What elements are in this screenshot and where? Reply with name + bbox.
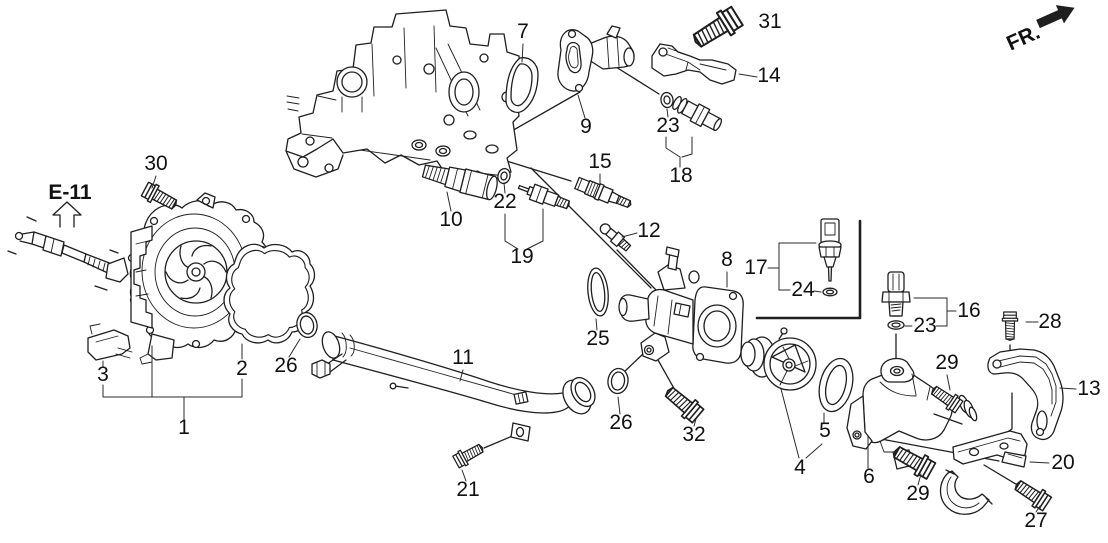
- part-label-26b: 26: [609, 411, 632, 434]
- part-label-32: 32: [682, 423, 705, 446]
- leader-line-19: [526, 208, 544, 250]
- o-ring-25: [587, 267, 609, 317]
- leader-line-10: [446, 191, 452, 212]
- bracket-14: [651, 43, 737, 85]
- leader-line-21: [461, 469, 467, 482]
- leader-line-26b: [617, 396, 621, 415]
- part-label-22: 22: [493, 190, 516, 213]
- thermo-sensor-19: [517, 183, 570, 210]
- leader-line-12: [621, 232, 638, 238]
- water-pipe: [311, 331, 596, 442]
- bracket-13: [987, 348, 1064, 441]
- thermostat-housing: [618, 246, 744, 364]
- leader-line-11: [459, 369, 464, 382]
- leader-line-29b: [917, 473, 922, 486]
- part-label-21: 21: [456, 478, 479, 501]
- part-label-4: 4: [794, 456, 806, 479]
- part-label-15: 15: [588, 150, 611, 173]
- connector-bracket: [87, 323, 133, 361]
- leader-line-29a: [946, 374, 951, 391]
- part-label-13: 13: [1077, 377, 1100, 400]
- bracket-20: [952, 430, 1028, 468]
- leader-line-27: [1035, 505, 1041, 513]
- washer-23-right: [887, 320, 905, 330]
- leader-line-23a: [666, 108, 669, 118]
- part-label-8: 8: [721, 248, 733, 271]
- engine-block: [285, 9, 522, 184]
- sensor-12: [599, 223, 632, 252]
- part-label-30: 30: [144, 152, 167, 175]
- bolt-28: [1001, 311, 1019, 341]
- part-label-fr: FR.: [1003, 21, 1043, 56]
- part-label-7: 7: [517, 20, 529, 43]
- part-label-19: 19: [510, 245, 533, 268]
- part-label-11: 11: [452, 346, 474, 369]
- leader-line-18: [681, 136, 693, 158]
- part-label-9: 9: [580, 115, 592, 138]
- part-label-28: 28: [1038, 310, 1061, 333]
- fr-direction-arrow-icon: [1036, 5, 1075, 29]
- seal-ring-5: [818, 357, 854, 413]
- bolt-32: [660, 381, 706, 425]
- sensor-15: [574, 176, 632, 208]
- leader-line-30: [151, 175, 157, 189]
- e11-up-arrow-icon: [52, 201, 82, 228]
- leader-line-4: [805, 443, 823, 459]
- leader-line-32: [693, 418, 697, 427]
- sensor-18: [672, 96, 723, 132]
- leader-line-13: [1059, 387, 1077, 390]
- part-label-6: 6: [863, 465, 875, 488]
- water-outlet-cover: [557, 25, 635, 93]
- part-label-29a: 29: [935, 351, 958, 374]
- part-label-25: 25: [586, 327, 609, 350]
- leader-line-19: [504, 213, 519, 250]
- part-label-29b: 29: [906, 482, 929, 505]
- part-label-e11: E-11: [48, 181, 92, 204]
- part-label-23a: 23: [656, 114, 679, 137]
- sensor-rod: [14, 231, 113, 275]
- part-label-23b: 23: [913, 314, 936, 337]
- bolt-21: [451, 439, 487, 470]
- leader-line-7: [521, 43, 524, 63]
- o-ring-26-right: [605, 366, 631, 396]
- part-label-17: 17: [744, 256, 767, 279]
- o-ring-7: [505, 57, 539, 114]
- leader-line-18: [665, 136, 681, 168]
- washer-23-top: [659, 91, 675, 109]
- part-label-14: 14: [757, 64, 781, 87]
- leader-line-4: [780, 388, 800, 459]
- washer-24: [822, 287, 838, 297]
- leader-line-1: [102, 378, 243, 398]
- sensor-10: [421, 164, 498, 201]
- part-label-16: 16: [957, 299, 980, 322]
- sensor-16: [881, 271, 911, 317]
- part-label-31: 31: [758, 10, 781, 33]
- part-labels: 1234567891011121314151617181920212223232…: [48, 10, 1100, 532]
- leader-line-24: [813, 290, 822, 293]
- hose-clamp: [939, 469, 993, 515]
- part-label-18: 18: [669, 164, 692, 187]
- leader-line-20: [1029, 461, 1050, 464]
- part-label-3: 3: [97, 363, 109, 386]
- part-label-5: 5: [819, 419, 831, 442]
- part-label-26a: 26: [274, 354, 297, 377]
- inset-corner-line: [755, 219, 862, 320]
- part-label-20: 20: [1051, 451, 1074, 474]
- leader-line-26a: [288, 338, 301, 358]
- thermostat: [740, 327, 817, 391]
- bolt-27: [1010, 475, 1054, 513]
- leader-line-22: [503, 182, 506, 194]
- bolt-31: [687, 3, 745, 55]
- leader-line-25: [595, 318, 598, 331]
- part-label-27: 27: [1024, 509, 1047, 532]
- part-label-1: 1: [178, 416, 190, 439]
- part-label-24: 24: [791, 278, 815, 301]
- part-label-2: 2: [236, 357, 248, 380]
- part-label-10: 10: [439, 208, 462, 231]
- part-label-12: 12: [637, 219, 660, 242]
- leader-line-14: [738, 73, 758, 78]
- sensor-17: [818, 218, 842, 282]
- leader-line-9: [577, 94, 586, 119]
